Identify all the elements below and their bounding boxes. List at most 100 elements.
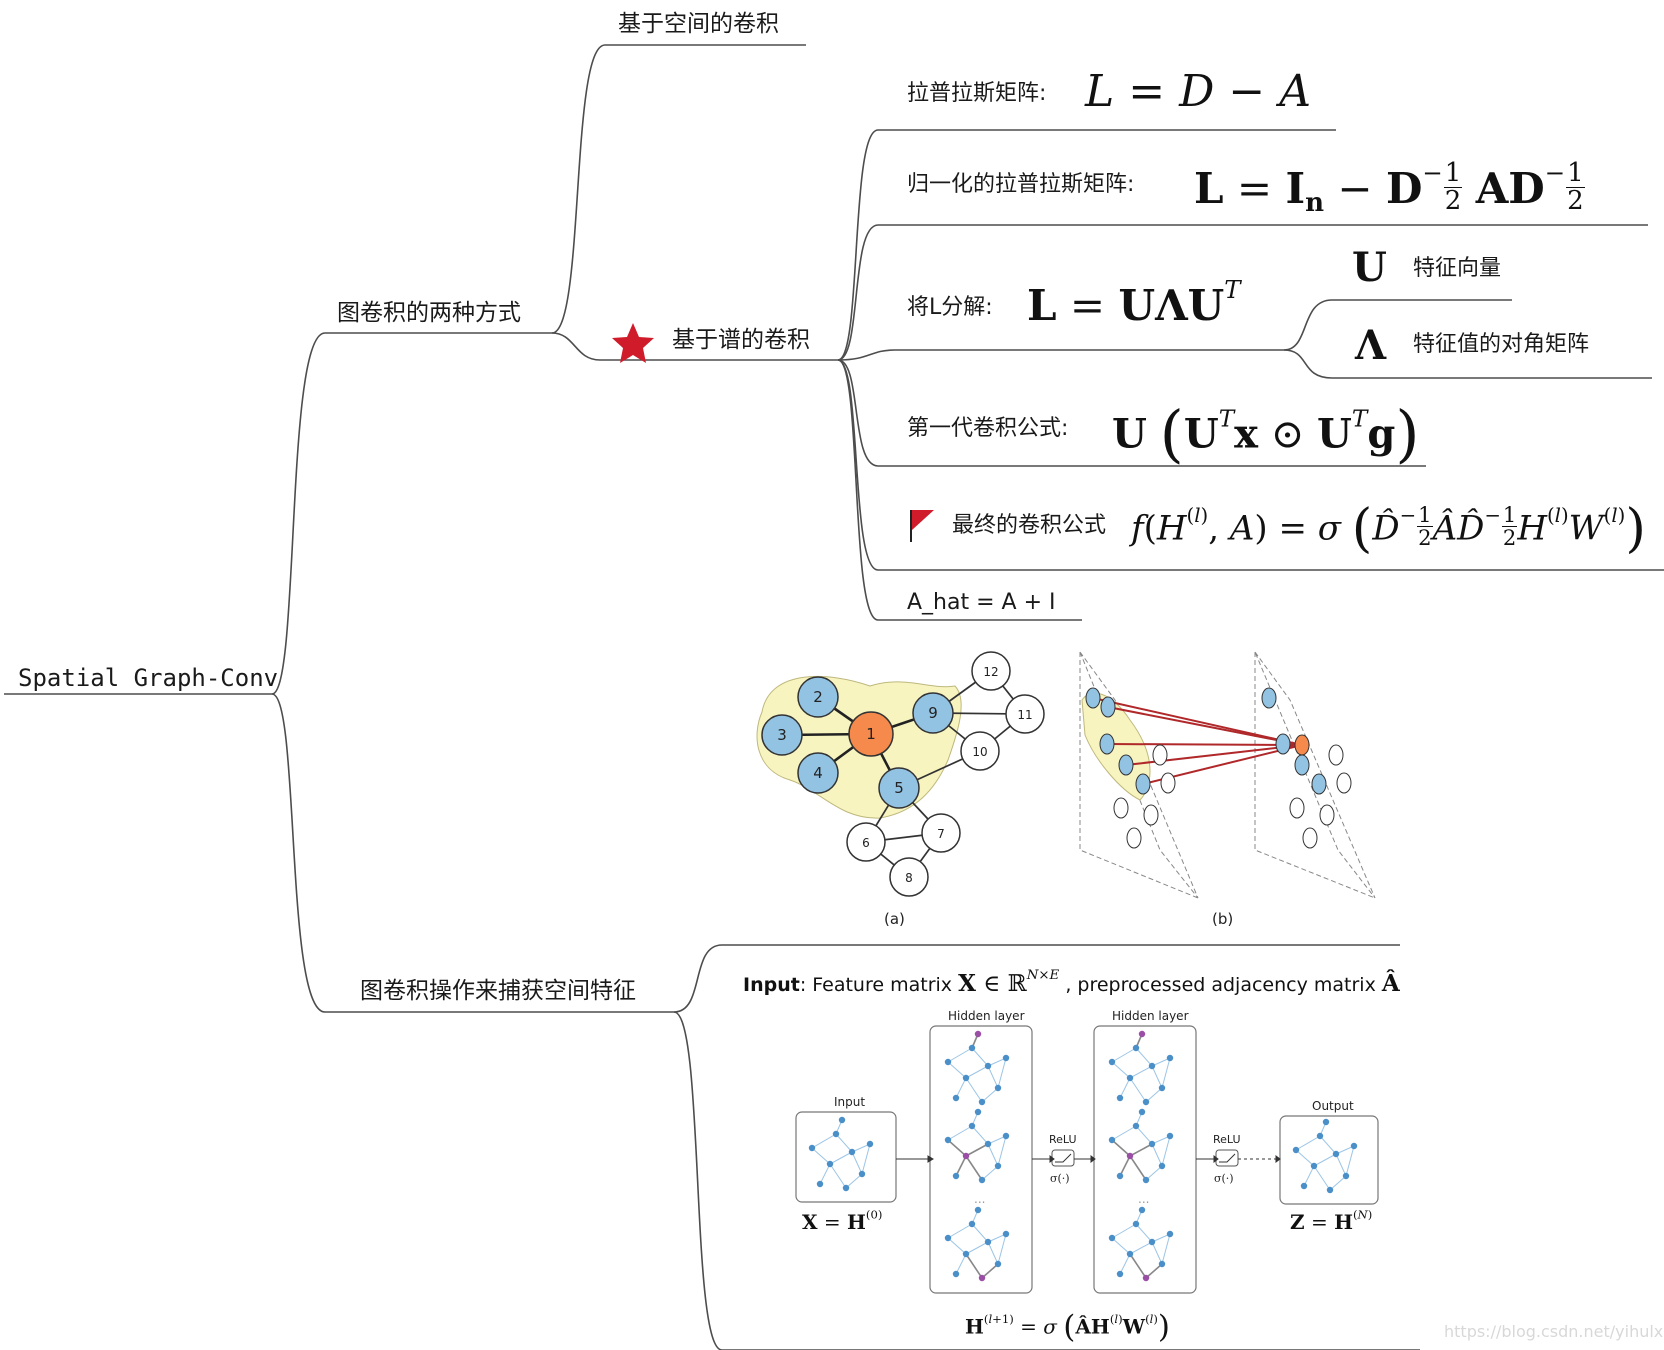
gcn-node [952,1094,960,1102]
gcn-node [944,1136,952,1144]
gcn-edge [1161,1057,1171,1089]
gcn-edge [955,1077,967,1099]
left-plane-node [1160,772,1176,794]
line-to-laplacian [837,129,1336,361]
line-root-to-capture [271,693,674,1013]
panel-input-box [795,1111,897,1203]
normalized-laplacian-label[interactable]: 归一化的拉普拉斯矩阵: [907,172,1135,197]
gcn-edge [819,1163,831,1185]
gcn-edge [1295,1135,1321,1151]
gcn-node [1132,1044,1140,1052]
gcn-node [1002,1132,1010,1140]
gcn-edge [997,1135,1007,1167]
panel-input-title: Input [834,1095,866,1109]
final-formula-label[interactable]: 最终的卷积公式 [952,513,1107,538]
right-plane-node [1294,754,1310,776]
gcn-node [1116,1270,1124,1278]
gcn-edge [1111,1047,1137,1063]
line-to-first-gen [837,359,1426,467]
gcn-edge [1151,1143,1163,1167]
panel-hidden1-title: Hidden layer [948,1009,1025,1023]
gcn-node [1138,1030,1146,1038]
eigenvalue-label[interactable]: 特征值的对角矩阵 [1413,332,1590,357]
gcn-node [944,1234,952,1242]
left-plane-node [1143,804,1159,826]
gcn-edge [981,1165,999,1181]
gcn-edge [997,1233,1007,1265]
gcn-edge [1151,1135,1171,1145]
gcn-node [1158,1162,1166,1170]
gcn-node [978,1176,986,1184]
gcn-edge [1319,1135,1337,1155]
graph-node-label-2: 2 [813,688,823,706]
a-hat-label[interactable]: A_hat = A + I [907,590,1056,615]
gcn-edge [1129,1241,1153,1255]
line-root-to-two-ways [271,332,552,695]
right-plane-node [1328,744,1344,766]
gcn-edge [829,1163,847,1189]
graph-node-6 [846,822,886,862]
graph-node-4 [797,752,839,794]
gcn-edge [947,1125,973,1141]
graph-figure-b [1079,651,1376,899]
gcn-node [858,1170,866,1178]
gcn-node [1158,1260,1166,1268]
gcn-node [1126,1074,1134,1082]
gcn-edge [965,1241,989,1255]
gcn-edge [1151,1241,1163,1265]
spectral-conv-label[interactable]: 基于谱的卷积 [672,327,810,353]
z-equals-hn: Z = H(N) [1290,1207,1373,1234]
gcn-node [994,1260,1002,1268]
decompose-label[interactable]: 将L分解: [907,295,993,320]
graph-node-label-4: 4 [813,764,823,782]
gcn-edge [1313,1165,1331,1191]
graph-node-label-3: 3 [777,726,787,744]
graph-node-label-9: 9 [928,704,938,722]
gcn-edge [987,1233,1007,1243]
first-gen-label[interactable]: 第一代卷积公式: [907,416,1069,441]
gcn-edge [971,1125,989,1145]
gcn-node [1166,1054,1174,1062]
panel-hidden1-box [929,1025,1033,1294]
laplacian-label[interactable]: 拉普拉斯矩阵: [907,81,1047,106]
gcn-node [866,1140,874,1148]
graph-node-label-8: 8 [905,871,913,885]
two-ways-label[interactable]: 图卷积的两种方式 [337,300,521,326]
gcn-edge [829,1151,853,1165]
left-plane-node [1099,733,1115,755]
graph-node-12 [971,651,1011,691]
capture-spatial-label[interactable]: 图卷积操作来捕获空间特征 [360,978,636,1004]
gcn-edge [981,1087,999,1103]
graph-node-label-5: 5 [894,779,904,797]
caption-b: (b) [1212,910,1234,928]
graph-node-1 [848,711,894,757]
gcn-node [984,1140,992,1148]
gcn-node [1126,1152,1134,1160]
spatial-conv-label[interactable]: 基于空间的卷积 [618,11,779,37]
right-plane-node [1302,827,1318,849]
gcn-node [1350,1142,1358,1150]
gcn-node [1132,1122,1140,1130]
root-label[interactable]: Spatial Graph-Conv [18,664,279,692]
gcn-node [838,1116,846,1124]
gcn-edge [947,1047,973,1063]
gcn-node [1322,1118,1330,1126]
left-plane-node [1113,797,1129,819]
right-plane-node [1336,772,1352,794]
gcn-node [816,1180,824,1188]
gcn-node [1108,1136,1116,1144]
gcn-edge [965,1155,983,1181]
gcn-edge [1145,1087,1163,1103]
eigenvector-label[interactable]: 特征向量 [1413,256,1502,281]
aggregation-edge [1125,744,1303,766]
gcn-edge [1161,1233,1171,1265]
plane-left [1079,651,1199,899]
right-plane-node [1261,687,1277,709]
panel-hidden2-box [1093,1025,1197,1294]
gcn-node [1148,1062,1156,1070]
hidden2-ellipsis: ... [1138,1192,1150,1206]
panel-hidden2-title: Hidden layer [1112,1009,1189,1023]
panel-output-title: Output [1312,1099,1354,1113]
gcn-input-description: Input: Feature matrix X ∈ ℝN×E , preproc… [743,968,1400,997]
line-to-normalized [837,224,1648,361]
